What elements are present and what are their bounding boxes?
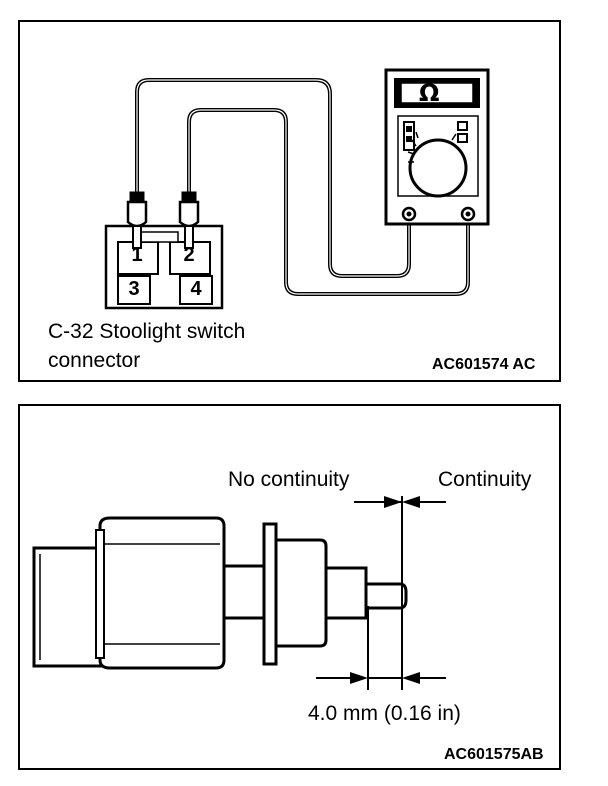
dimension-arrows [350,496,420,684]
switch-dimension-panel: No continuity Continuity 4.0 mm (0.16 in… [18,404,561,770]
no-continuity-label: No continuity [228,468,350,491]
ohm-symbol: Ω [419,79,440,107]
switch-dimension-drawing [32,496,446,690]
multimeter-dial-icon [408,138,468,198]
connector-test-panel: Ω 1 2 3 4 C-32 Stoolight switch connecto… [18,20,561,382]
multimeter [384,68,490,226]
pin-1-label: 1 [131,244,143,266]
figure-code-1: AC601574 AC [432,356,536,373]
figure-code-2: AC601575AB [444,746,544,763]
probe-1 [126,191,148,249]
dimension-label: 4.0 mm (0.16 in) [308,702,461,725]
continuity-label: Continuity [438,468,532,491]
pin-2-label: 2 [183,244,195,266]
stoplight-switch [32,516,408,670]
connector-test-drawing [104,68,490,310]
connector-name-line1: C-32 Stoolight switch [48,320,246,343]
connector-name-line2: connector [48,349,141,372]
pin-4-label: 4 [190,278,202,300]
probe-2 [178,191,200,249]
pin-3-label: 3 [128,278,140,300]
